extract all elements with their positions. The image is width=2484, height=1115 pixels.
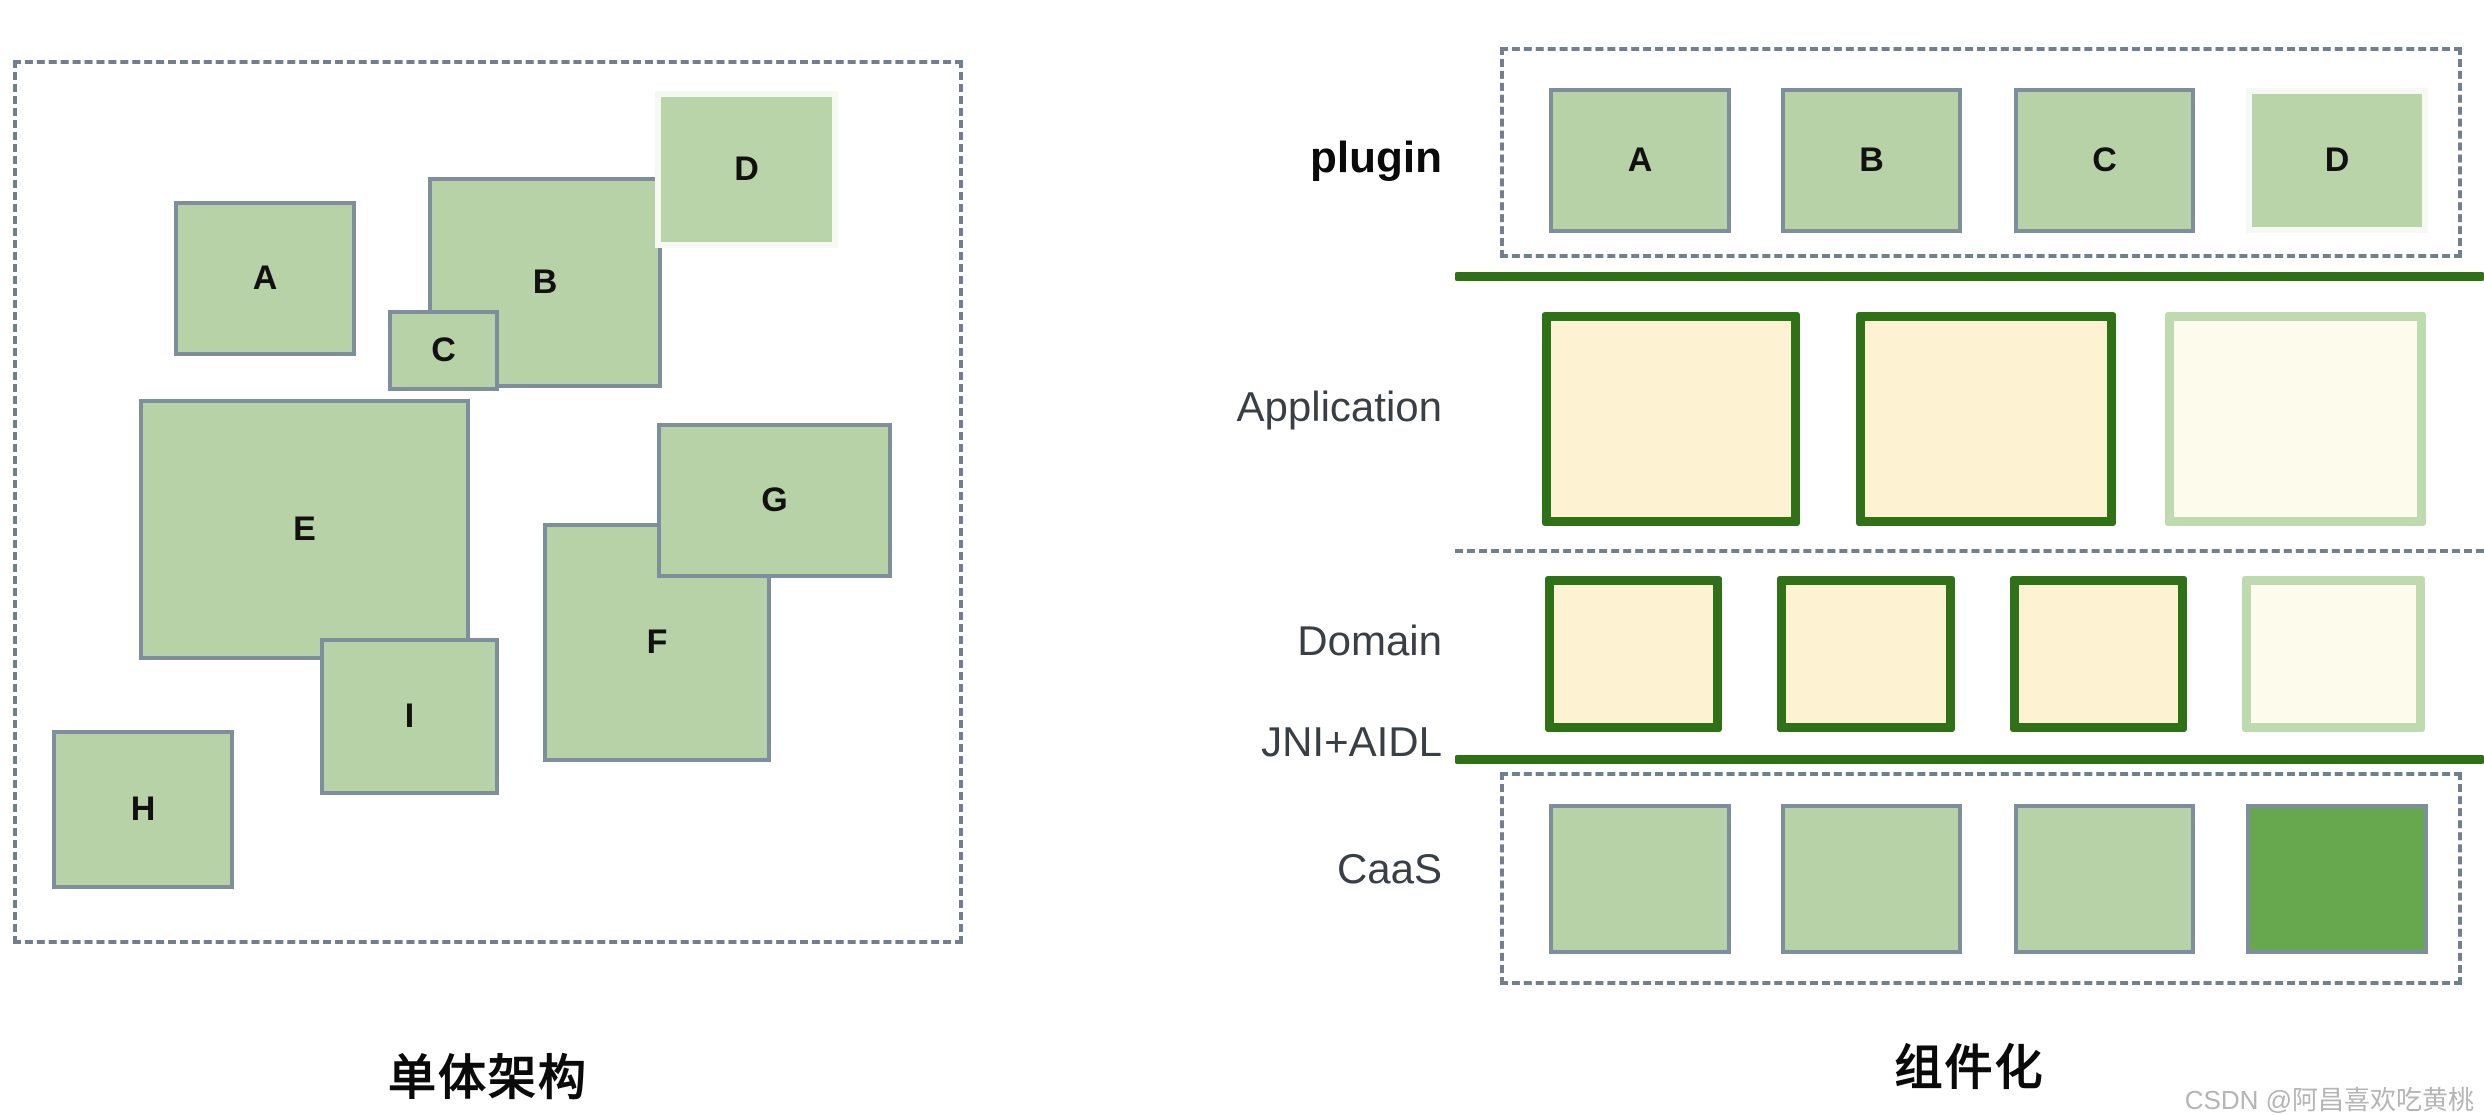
application-domain-dashed-separator <box>1455 549 2484 553</box>
green-rule-bottom <box>1455 755 2484 764</box>
jni-aidl-row-label: JNI+AIDL <box>1261 718 1442 765</box>
watermark-text: CSDN @阿昌喜欢吃黄桃 <box>2184 1085 2474 1115</box>
application-box-3-faded <box>2165 312 2426 526</box>
application-row-label: Application <box>1236 383 1442 430</box>
monolith-box-h-label: H <box>130 790 156 828</box>
plugin-box-d: D <box>2246 88 2428 233</box>
monolith-box-h: H <box>52 730 234 889</box>
monolith-box-d: D <box>655 91 838 248</box>
domain-box-3 <box>2010 576 2187 732</box>
domain-row-label: Domain <box>1297 617 1442 664</box>
monolith-box-b-label: B <box>532 263 558 301</box>
plugin-box-c-label: C <box>2092 141 2117 179</box>
plugin-box-a-label: A <box>1627 141 1653 179</box>
domain-box-1 <box>1545 576 1722 732</box>
caas-box-2 <box>1781 804 1962 954</box>
domain-box-2 <box>1777 576 1955 732</box>
application-box-1 <box>1542 312 1800 526</box>
monolith-box-i: I <box>320 638 499 795</box>
plugin-box-c: C <box>2014 88 2195 233</box>
monolith-box-e: E <box>139 399 470 660</box>
monolith-box-c: C <box>388 310 499 391</box>
monolith-box-g-label: G <box>761 481 788 519</box>
monolith-box-d-label: D <box>734 150 759 188</box>
caas-row-label: CaaS <box>1336 845 1442 892</box>
monolith-box-c-label: C <box>431 331 456 369</box>
plugin-dashed-container: A B C D <box>1500 47 2462 258</box>
caas-box-4-dark <box>2246 804 2428 954</box>
caas-dashed-container <box>1500 772 2462 985</box>
plugin-box-a: A <box>1549 88 1731 233</box>
monolith-box-a-label: A <box>252 259 278 297</box>
domain-box-4-faded <box>2242 576 2425 732</box>
application-box-2 <box>1856 312 2116 526</box>
monolith-box-e-label: E <box>293 510 316 548</box>
plugin-row-label: plugin <box>1310 133 1442 182</box>
monolith-box-i-label: I <box>404 697 415 735</box>
caas-box-1 <box>1549 804 1731 954</box>
plugin-box-b: B <box>1781 88 1962 233</box>
plugin-box-d-label: D <box>2324 141 2350 179</box>
caas-box-3 <box>2014 804 2195 954</box>
componentized-caption: 组件化 <box>1894 1042 2045 1095</box>
monolith-caption: 单体架构 <box>387 1052 588 1105</box>
monolith-box-f-label: F <box>646 623 668 661</box>
plugin-box-b-label: B <box>1859 141 1884 179</box>
green-rule-top <box>1455 272 2484 281</box>
monolith-box-a: A <box>174 201 356 356</box>
monolith-box-g: G <box>657 423 892 578</box>
